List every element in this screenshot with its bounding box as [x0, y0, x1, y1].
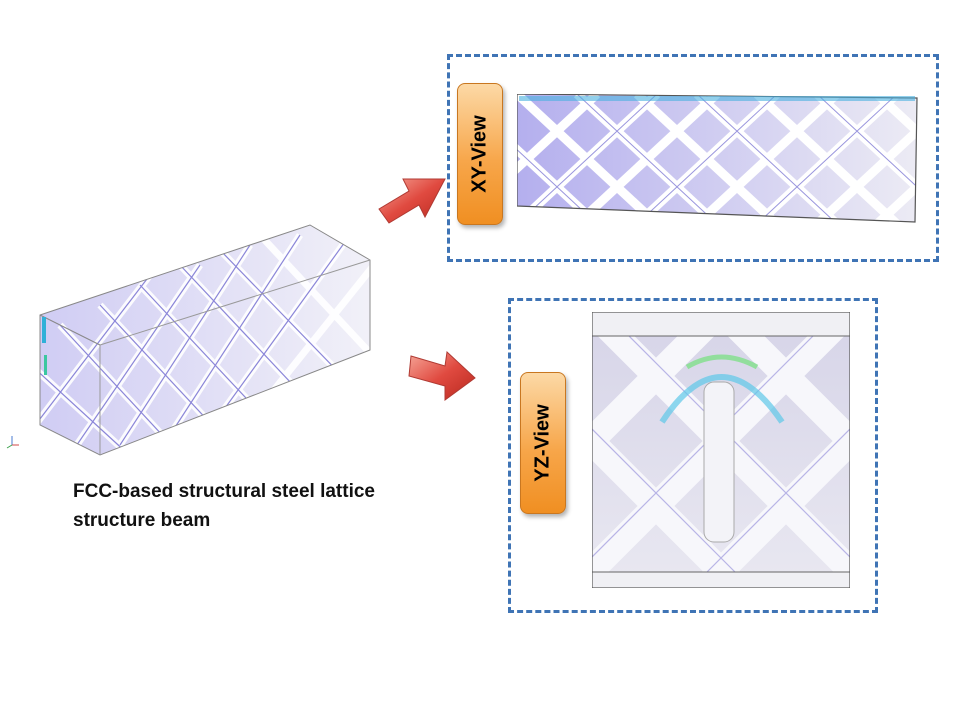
yz-view-label: YZ-View	[520, 372, 566, 514]
xy-view-frame	[447, 54, 939, 262]
axis-triad-icon	[6, 436, 19, 449]
right-arrow-icon	[408, 350, 476, 401]
figure-caption: FCC-based structural steel lattice struc…	[73, 481, 375, 531]
lattice-beam-3d-render	[39, 224, 371, 456]
xy-view-label: XY-View	[457, 83, 503, 225]
xy-view-lattice-render	[517, 94, 918, 223]
right-arrow-icon	[378, 178, 446, 224]
yz-view-lattice-render	[592, 312, 850, 588]
yz-view-frame	[508, 298, 878, 613]
